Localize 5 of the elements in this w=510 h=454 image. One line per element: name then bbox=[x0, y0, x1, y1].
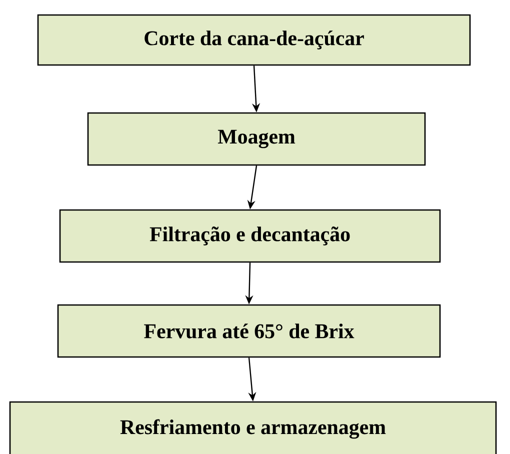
process-box: Fervura até 65° de Brix bbox=[57, 304, 441, 358]
process-box: Moagem bbox=[87, 112, 426, 166]
process-box: Resfriamento e armazenagem bbox=[9, 401, 497, 454]
process-box: Filtração e decantação bbox=[59, 209, 441, 263]
process-box: Corte da cana-de-açúcar bbox=[37, 14, 471, 66]
